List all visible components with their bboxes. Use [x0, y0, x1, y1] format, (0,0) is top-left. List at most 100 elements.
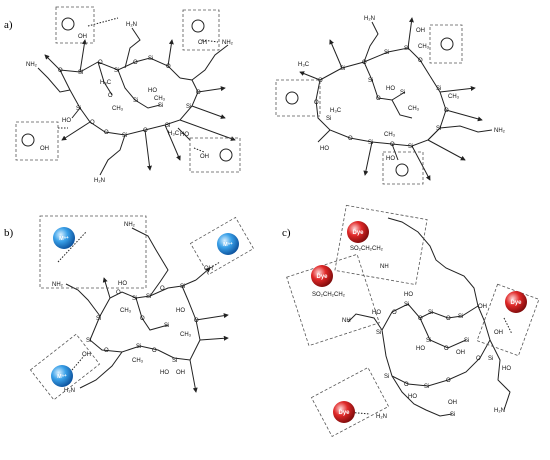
- amine-label: NH: [342, 318, 351, 324]
- si-atom: Si: [426, 338, 431, 344]
- si-atom: Si: [408, 144, 413, 150]
- methyl-label: CH₃: [418, 44, 430, 50]
- hydroxyl-label: HO: [386, 86, 395, 92]
- si-atom: Si: [133, 98, 138, 104]
- panel-b-metal-boxes: Mⁿ⁺ Mⁿ⁺ Mⁿ⁺: [29, 215, 255, 401]
- phenyl-box-group-a-right: [275, 24, 463, 185]
- si-atom: Si: [158, 103, 163, 109]
- si-atom: Si: [132, 296, 137, 302]
- hydroxyl-label: OH: [78, 34, 87, 40]
- o-atom: O: [446, 316, 451, 322]
- si-atom: Si: [78, 70, 83, 76]
- dye-label: Dye: [316, 274, 328, 280]
- o-atom: O: [392, 310, 397, 316]
- si-atom: Si: [76, 106, 81, 112]
- panel-label-a: a): [4, 19, 13, 31]
- si-atom: Si: [488, 356, 493, 362]
- o-atom: O: [194, 318, 199, 324]
- si-atom: Si: [384, 50, 389, 56]
- si-atom: Si: [186, 104, 191, 110]
- hydroxyl-label: HO: [502, 366, 511, 372]
- o-atom: O: [196, 90, 201, 96]
- panel-label-b: b): [4, 227, 14, 239]
- phenol-box-group-a-left: OH OH OH OH: [15, 6, 241, 173]
- si-atom: Si: [450, 412, 455, 418]
- dye-label: Dye: [510, 300, 522, 306]
- si-atom: Si: [180, 284, 185, 290]
- amine-label: H₂N: [364, 16, 375, 22]
- hydroxyl-label: HO: [408, 394, 417, 400]
- si-atom: Si: [436, 86, 441, 92]
- hydroxyl-label: OH: [200, 154, 209, 160]
- methyl-label: CH₃: [120, 308, 132, 314]
- amine-label: NH₂: [124, 222, 136, 228]
- hydroxyl-label: OH: [416, 28, 425, 34]
- amine-label: H₂N: [126, 22, 137, 28]
- o-atom: O: [140, 316, 145, 322]
- hydroxyl-label: HO: [62, 118, 71, 124]
- hydroxyl-label: OH: [494, 330, 503, 336]
- si-atom: Si: [148, 56, 153, 62]
- methyl-label: H₃C: [298, 62, 310, 68]
- panel-c-labels: Si Si Si Si Si Si Si Si Si Si O O O O O …: [312, 246, 511, 420]
- methyl-label: CH₃: [384, 132, 396, 138]
- si-atom: Si: [404, 302, 409, 308]
- o-atom: O: [104, 130, 109, 136]
- o-atom: O: [362, 60, 367, 66]
- metal-ion-icon: [217, 233, 239, 255]
- panel-c-dye-boxes: Dye Dye Dye Dye: [286, 204, 540, 437]
- sulfonyl-linker-label: SO₂CH₂CH₂: [350, 246, 384, 252]
- o-atom: O: [404, 382, 409, 388]
- si-atom: Si: [458, 314, 463, 320]
- methyl-label: CH₃: [180, 332, 192, 338]
- hydroxyl-label: HO: [386, 156, 395, 162]
- o-atom: O: [444, 108, 449, 114]
- si-atom: Si: [436, 126, 441, 132]
- hydroxyl-label: HO: [118, 281, 127, 287]
- dye-label: Dye: [338, 410, 350, 416]
- si-atom: Si: [146, 294, 151, 300]
- amine-label: NH₂: [222, 40, 234, 46]
- si-atom: Si: [122, 133, 127, 139]
- dye-molecule-icon: [333, 401, 355, 423]
- si-atom: Si: [404, 46, 409, 52]
- si-atom: Si: [340, 66, 345, 72]
- o-atom: O: [98, 60, 103, 66]
- hydroxyl-label: OH: [204, 266, 213, 272]
- hydroxyl-label: HO: [320, 146, 329, 152]
- o-atom: O: [133, 60, 138, 66]
- metal-ion-label: Mⁿ⁺: [57, 373, 67, 380]
- amine-label: H₂N: [94, 178, 105, 184]
- hydroxyl-label: OH: [448, 400, 457, 406]
- hydroxyl-label: HO: [416, 346, 425, 352]
- o-atom: O: [160, 286, 165, 292]
- hydroxyl-label: HO: [372, 310, 381, 316]
- o-atom: O: [166, 64, 171, 70]
- metal-ion-icon: [51, 365, 73, 387]
- o-atom: O: [116, 290, 121, 296]
- o-atom: O: [444, 346, 449, 352]
- si-atom: Si: [326, 116, 331, 122]
- panel-a-left-labels: Si Si Si Si Si Si Si Si Si O O O O O O O…: [26, 22, 234, 184]
- si-atom: Si: [368, 140, 373, 146]
- panel-a-right-labels: Si Si Si Si Si Si Si Si Si Si O O O O O …: [298, 16, 506, 162]
- methyl-label: CH₃: [154, 96, 166, 102]
- o-atom: O: [314, 100, 319, 106]
- o-atom: O: [390, 142, 395, 148]
- amine-label: NH₂: [26, 62, 38, 68]
- amine-label: NH₂: [52, 282, 64, 288]
- amine-label: H₂N: [64, 388, 75, 394]
- panel-b-labels: Si Si Si Si Si Si Si Si O O O O O O HO H…: [52, 222, 213, 394]
- o-atom: O: [58, 68, 63, 74]
- hydroxyl-label: OH: [40, 146, 49, 152]
- o-atom: O: [348, 136, 353, 142]
- dye-molecule-icon: [347, 221, 369, 243]
- amine-label: NH₂: [494, 128, 506, 134]
- methyl-label: CH₃: [408, 106, 420, 112]
- dye-molecule-icon: [311, 265, 333, 287]
- panel-c-structure: [345, 217, 513, 417]
- sulfonyl-linker-label: SO₂CH₂CH₂: [312, 292, 346, 298]
- hydroxyl-label: HO: [148, 88, 157, 94]
- methyl-label: CH₃: [112, 106, 124, 112]
